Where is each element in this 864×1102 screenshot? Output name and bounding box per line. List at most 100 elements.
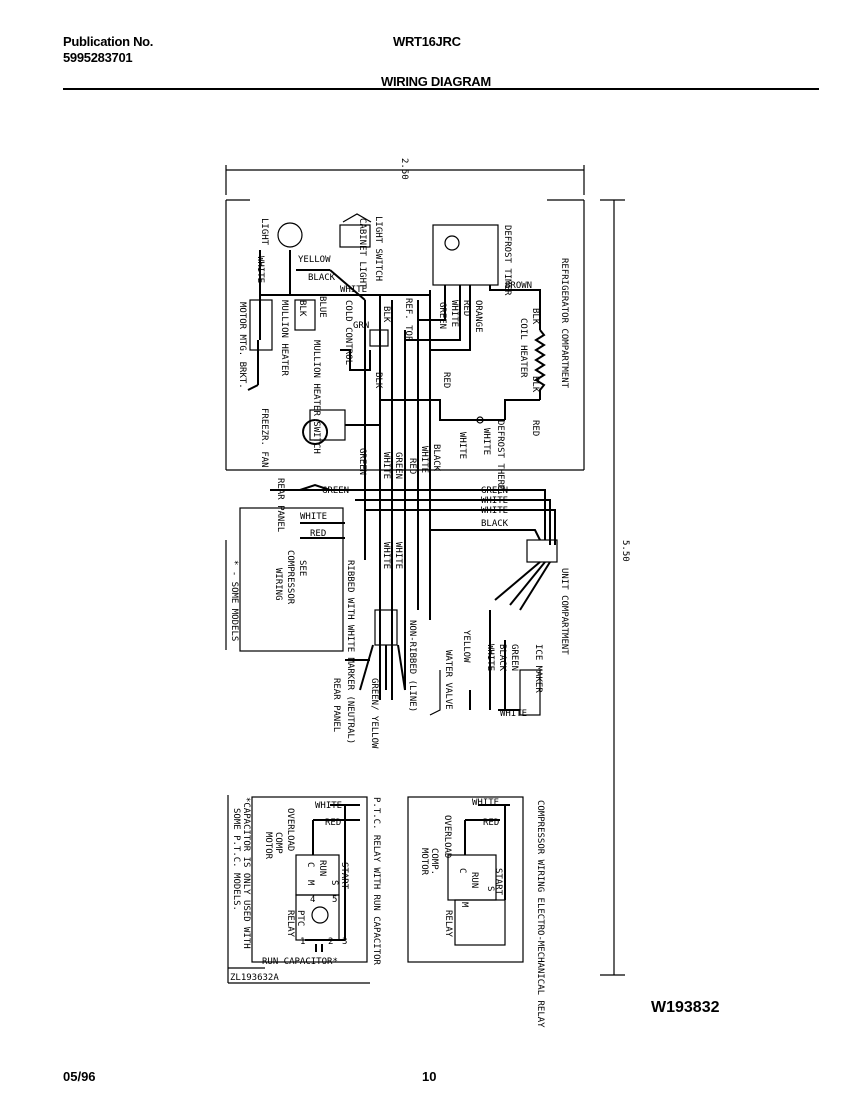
dimension-right: 5.50 (620, 540, 630, 562)
label-coil-heater: COIL HEATER (518, 318, 528, 378)
defrost-timer-symbol (405, 224, 541, 351)
label-white-6: WHITE (419, 446, 429, 473)
light-switch-symbol (277, 213, 372, 248)
label-mullion-heater-switch: MULLION HEATER SWITCH (311, 340, 321, 454)
label-green-3: GREEN (357, 448, 367, 475)
label-ribbed: RIBBED WITH WHITE MARKER (NEUTRAL) (345, 560, 355, 744)
label-ptc-white: WHITE (315, 801, 342, 811)
label-green-6: GREEN (509, 644, 519, 671)
label-emr-relay: RELAY (443, 910, 453, 938)
label-emr-overload: OVERLOAD (442, 815, 452, 858)
footer-date: 05/96 (63, 1069, 96, 1084)
label-ptc-run: RUN (317, 860, 327, 876)
label-freezer-fan: FREEZR. FAN (259, 408, 269, 468)
label-white-13: WHITE (485, 644, 495, 671)
label-black-3: BLACK (481, 519, 509, 529)
label-white-10: WHITE (300, 512, 327, 522)
page-number: 10 (422, 1069, 437, 1084)
label-some-models: * - SOME MODELS (229, 560, 239, 641)
label-red-1: RED (461, 300, 471, 316)
label-blk-3: BLK (373, 372, 383, 389)
label-ptc-n2: 2 (328, 937, 333, 947)
label-rear-panel-2: REAR PANEL (331, 678, 341, 732)
label-emr-m: M (459, 902, 469, 908)
label-blk-2: BLK (381, 306, 391, 323)
label-ptc-relay: RELAY (285, 910, 295, 938)
model-number: WRT16JRC (393, 34, 461, 49)
label-ptc-c: C (305, 862, 315, 867)
label-green-2: GREEN (393, 452, 403, 479)
ptc-relay-box (227, 795, 370, 984)
label-wiring: WIRING (273, 568, 283, 601)
publication-number: 5995283701 (63, 50, 133, 65)
neutral-line-block (345, 609, 406, 691)
icemaker-symbols (429, 610, 541, 716)
label-ptc-overload: OVERLOAD (285, 808, 295, 851)
label-green-5: GREEN (481, 486, 508, 496)
label-ptc-motor: MOTOR (263, 832, 273, 860)
label-refrigerator-compartment: REFRIGERATOR COMPARTMENT (559, 258, 569, 389)
label-emr-red: RED (483, 818, 499, 828)
label-red-3: RED (530, 420, 540, 436)
label-blk-5: BLK (530, 376, 540, 393)
label-yellow-2: YELLOW (461, 630, 471, 663)
label-blk-1: BLK (297, 300, 307, 317)
label-green-1: GREEN (437, 302, 447, 329)
label-white-7: WHITE (381, 452, 391, 479)
label-white-9: WHITE (481, 506, 508, 516)
label-orange: ORANGE (473, 300, 483, 333)
label-unit-compartment: UNIT COMPARTMENT (559, 568, 569, 655)
emr-box (407, 796, 524, 963)
label-emr-motor: MOTOR (419, 848, 429, 876)
label-grn-1: GRN (353, 321, 369, 331)
label-ptc-title: P.T.C. RELAY WITH RUN CAPACITOR (371, 797, 381, 966)
label-ptc-s: S (329, 880, 339, 885)
label-water-valve: WATER VALVE (443, 650, 453, 710)
label-mullion-heater: MULLION HEATER (279, 300, 289, 376)
label-brown: BROWN (505, 281, 532, 291)
label-blk-4: BLK (530, 308, 540, 325)
label-ptc-n4: 4 (310, 895, 315, 905)
label-white-14: WHITE (500, 709, 527, 719)
label-white-1: WHITE (255, 256, 265, 283)
component-symbols (247, 299, 389, 491)
label-defrost-timer: DEFROST TIMER (502, 225, 512, 296)
label-blue: BLUE (317, 296, 327, 318)
label-white-12: WHITE (393, 542, 403, 569)
label-ptc-note-2: SOME P.T.C. MODELS. (231, 808, 241, 911)
label-light: LIGHT (259, 218, 269, 246)
label-light-switch: LIGHT SWITCH (373, 216, 383, 281)
label-ptc-red: RED (325, 818, 341, 828)
label-emr-c: C (457, 868, 467, 873)
drawing-number: W193832 (651, 999, 720, 1016)
label-red-4: RED (407, 458, 417, 474)
label-run-capacitor: RUN CAPACITOR* (262, 957, 338, 967)
label-red-2: RED (441, 372, 451, 388)
label-white-2: WHITE (340, 285, 367, 295)
dimension-top: 2.50 (399, 158, 409, 180)
label-emr-title: COMPRESSOR WIRING ELECTRO-MECHANICAL REL… (535, 800, 545, 1028)
label-non-ribbed: NON-RIBBED (LINE) (407, 620, 417, 712)
label-white-4: WHITE (481, 428, 491, 455)
label-ptc-n3: 3 (342, 937, 347, 947)
label-cabinet-light: CABINET LIGHT (357, 218, 367, 289)
label-green-4: GREEN (322, 486, 349, 496)
label-white-8: WHITE (481, 496, 508, 506)
label-cold-control: COLD CONTROL (343, 300, 353, 365)
label-see-compressor-wiring: COMPRESSOR (285, 550, 295, 605)
label-defrost-therm: DEFROST THERM. (495, 420, 505, 496)
defrost-therm-symbol (380, 399, 505, 424)
publication-label: Publication No. (63, 34, 154, 49)
label-ptc-n5: 5 (332, 895, 337, 905)
label-ptc-n1: 1 (300, 937, 305, 947)
label-white-11: WHITE (381, 542, 391, 569)
label-yellow: YELLOW (298, 255, 331, 265)
label-black: BLACK (308, 273, 336, 283)
label-see-compressor: SEE (297, 560, 307, 576)
coil-heater-symbol (504, 329, 546, 420)
dimension-lines (225, 165, 625, 976)
label-emr-comp: COMP. (429, 848, 439, 875)
label-ptc-m: M (305, 880, 315, 886)
label-emr-run: RUN (469, 872, 479, 888)
